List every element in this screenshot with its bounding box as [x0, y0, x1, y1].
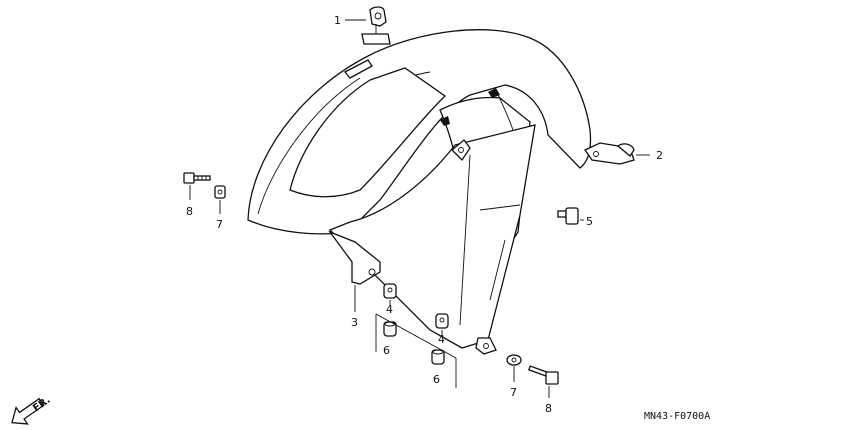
collar-group-lines — [375, 313, 457, 388]
washer-part-7-right — [506, 354, 522, 366]
callout-5: 5 — [586, 215, 593, 228]
nut-part-7-left — [214, 185, 226, 199]
callout-4-left: 4 — [386, 303, 393, 316]
collar-part-6-right — [431, 349, 445, 365]
callout-6-right: 6 — [433, 373, 440, 386]
bracket-part-2 — [584, 142, 635, 165]
callout-2: 2 — [656, 149, 663, 162]
callout-8-left: 8 — [186, 205, 193, 218]
bolt-part-8-left — [183, 172, 211, 184]
callout-3: 3 — [351, 316, 358, 329]
callout-7-left: 7 — [216, 218, 223, 231]
front-direction-arrow-icon — [11, 397, 45, 425]
callout-7-right: 7 — [510, 386, 517, 399]
callout-8-right: 8 — [545, 402, 552, 415]
direction-label: FR. — [31, 395, 52, 415]
front-fender — [247, 29, 592, 355]
bolt-part-5 — [557, 207, 579, 225]
collar-part-6-left — [383, 321, 397, 337]
callout-6-left: 6 — [383, 344, 390, 357]
diagram-code: MN43-F0700A — [644, 411, 710, 422]
grommet-part-4-left — [383, 283, 397, 299]
grommet-part-4-right — [435, 313, 449, 329]
bracket-part-1 — [361, 6, 391, 45]
bolt-part-8-right — [528, 365, 559, 385]
callout-4-right: 4 — [438, 333, 445, 346]
callout-1: 1 — [334, 14, 341, 27]
